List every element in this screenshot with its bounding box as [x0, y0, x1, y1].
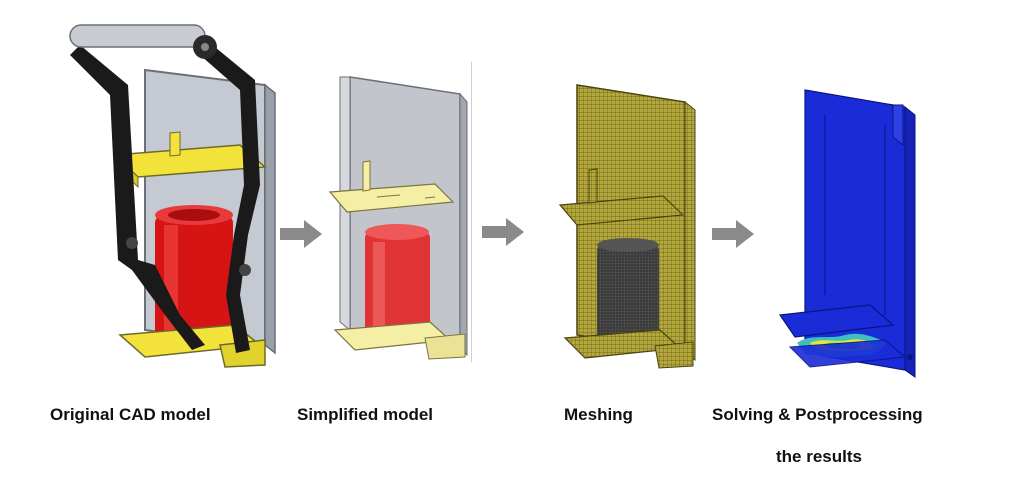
arrow-icon: [712, 220, 754, 248]
meshing-model-image: [558, 84, 696, 369]
step-label-solving: Solving & Postprocessing: [712, 405, 923, 424]
step-label-meshing: Meshing: [564, 405, 633, 424]
step-label-solving-line2: the results: [776, 447, 862, 466]
divider-line: [471, 62, 472, 362]
step-label-original-cad: Original CAD model: [50, 405, 211, 424]
solving-results-image: [778, 89, 916, 378]
simplified-model-image: [328, 76, 468, 360]
arrow-icon: [280, 220, 322, 248]
arrow-icon: [482, 218, 524, 246]
original-cad-model-image: [69, 24, 276, 368]
step-label-simplified: Simplified model: [297, 405, 434, 424]
